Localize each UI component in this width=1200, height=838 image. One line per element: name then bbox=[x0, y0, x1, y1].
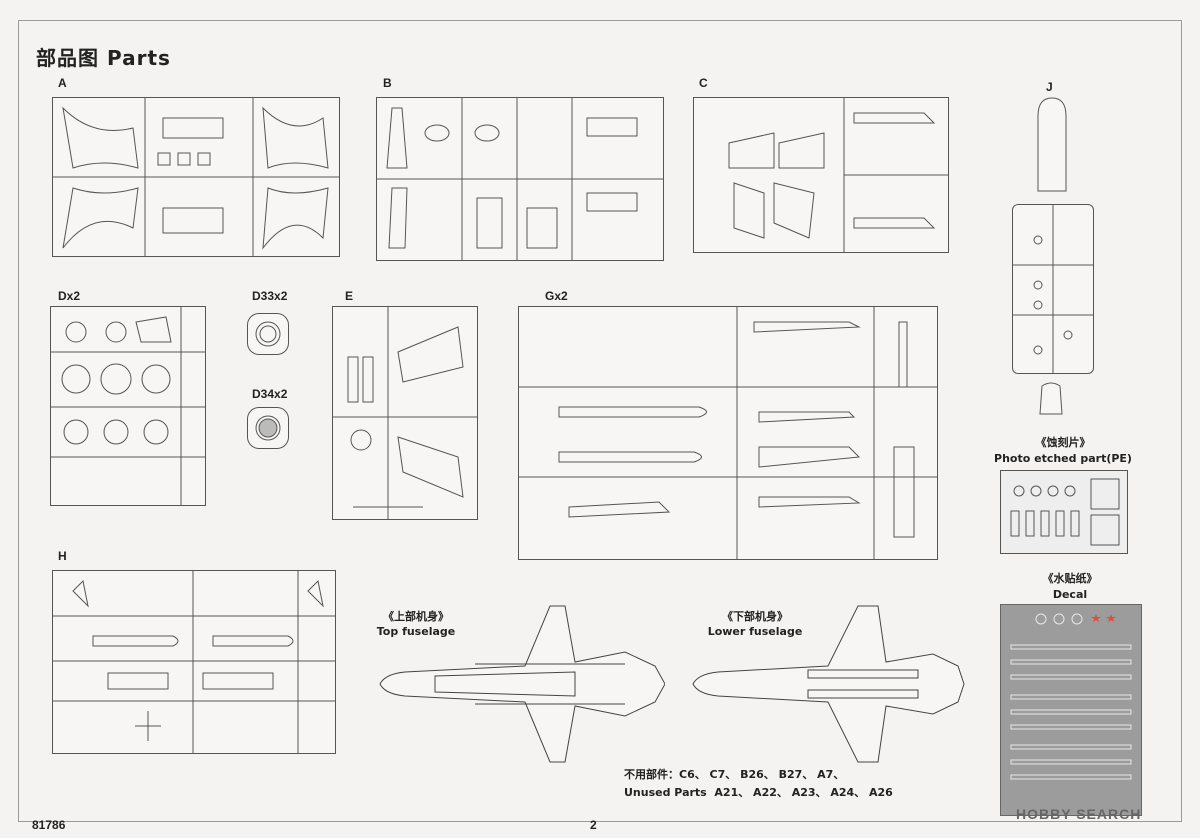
lower-fuselage-title-en: Lower fuselage bbox=[707, 625, 803, 638]
unused-parts-note: 不用部件：C6、 C7、 B26、 B27、 A7、 Unused Parts … bbox=[624, 766, 893, 802]
windscreen-part bbox=[1039, 382, 1063, 415]
top-fuselage-title-en: Top fuselage bbox=[376, 625, 456, 638]
sprue-g-label: Gx2 bbox=[545, 289, 568, 303]
part-d33-label: D33x2 bbox=[252, 289, 288, 303]
sprue-c-label: C bbox=[699, 76, 708, 90]
sprue-b-drawing bbox=[377, 98, 663, 260]
sprue-d-drawing bbox=[51, 307, 205, 505]
photo-etched-fret bbox=[1000, 470, 1128, 554]
pe-title-en: Photo etched part(PE) bbox=[994, 452, 1132, 465]
unused-label-cn: 不用部件： bbox=[624, 768, 679, 781]
page-title: 部品图 Parts bbox=[36, 46, 171, 70]
sprue-e bbox=[332, 306, 478, 520]
part-d33 bbox=[247, 313, 289, 355]
sprue-c-drawing bbox=[728, 98, 948, 252]
lower-fuselage-title-cn: 《下部机身》 bbox=[722, 610, 788, 623]
canopy-part bbox=[1037, 97, 1067, 192]
sprue-j bbox=[1012, 204, 1094, 374]
unused-parts-en: A21、 A22、 A23、 A24、 A26 bbox=[714, 786, 893, 799]
sprue-c bbox=[693, 97, 949, 253]
decal-title-en: Decal bbox=[1052, 588, 1088, 601]
sprue-g-drawing bbox=[519, 307, 937, 559]
sprue-a-drawing bbox=[53, 98, 339, 256]
unused-label-en: Unused Parts bbox=[624, 786, 707, 799]
part-d34 bbox=[247, 407, 289, 449]
sprue-j-drawing bbox=[1013, 205, 1093, 373]
decal-title-cn: 《水贴纸》 bbox=[1042, 572, 1098, 585]
sprue-h-drawing bbox=[53, 571, 335, 753]
page-number: 2 bbox=[590, 818, 597, 832]
part-d34-label: D34x2 bbox=[252, 387, 288, 401]
lower-fuselage-drawing bbox=[692, 605, 965, 763]
sprue-a bbox=[52, 97, 340, 257]
unused-parts-cn: C6、 C7、 B26、 B27、 A7、 bbox=[679, 768, 845, 781]
sprue-d-label: Dx2 bbox=[58, 289, 81, 303]
sprue-j-label: J bbox=[1046, 80, 1053, 94]
sprue-d bbox=[50, 306, 206, 506]
top-fuselage-drawing bbox=[379, 605, 665, 763]
sprue-a-label: A bbox=[58, 76, 67, 90]
sprue-h-label: H bbox=[58, 549, 67, 563]
sprue-e-label: E bbox=[345, 289, 354, 303]
sprue-b bbox=[376, 97, 664, 261]
sprue-h bbox=[52, 570, 336, 754]
sprue-b-label: B bbox=[383, 76, 392, 90]
top-fuselage-title-cn: 《上部机身》 bbox=[383, 610, 449, 623]
pe-title-cn: 《蚀刻片》 bbox=[1035, 436, 1091, 449]
product-code: 81786 bbox=[32, 818, 66, 832]
page-frame bbox=[18, 20, 1182, 822]
sprue-e-drawing bbox=[333, 307, 477, 519]
sprue-g bbox=[518, 306, 938, 560]
decal-sheet bbox=[1000, 604, 1142, 816]
watermark: HOBBY SEARCH bbox=[1016, 806, 1142, 822]
